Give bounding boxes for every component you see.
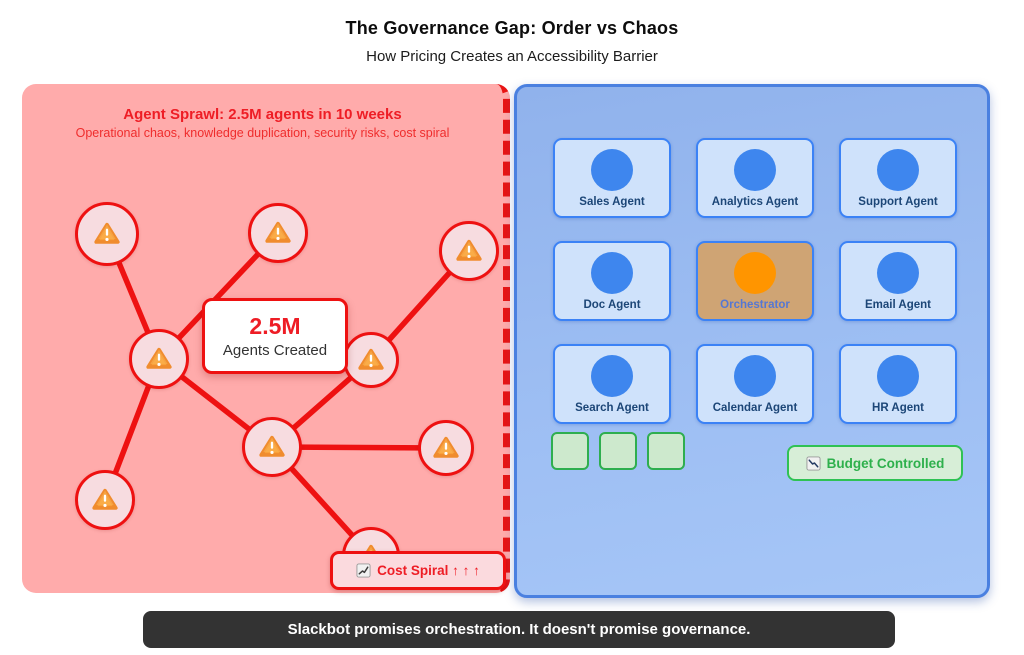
caption-text: Slackbot promises orchestration. It does… bbox=[287, 621, 751, 638]
agent-circle-icon bbox=[591, 252, 633, 294]
agent-card: Analytics Agent bbox=[696, 138, 814, 218]
agent-label: Calendar Agent bbox=[712, 402, 798, 414]
agent-label: Support Agent bbox=[858, 196, 938, 208]
warning-agent-node bbox=[439, 221, 499, 281]
agent-circle-icon bbox=[591, 149, 633, 191]
cost-spiral-label: Cost Spiral ↑ ↑ ↑ bbox=[377, 563, 480, 578]
queue-square bbox=[551, 432, 589, 470]
agent-label: Search Agent bbox=[575, 402, 649, 414]
agent-circle-icon bbox=[734, 355, 776, 397]
warning-agent-node bbox=[418, 420, 474, 476]
agent-label: Email Agent bbox=[864, 299, 932, 311]
agent-circle-icon bbox=[734, 252, 776, 294]
warning-triangle-icon bbox=[265, 221, 291, 243]
cost-spiral-badge: Cost Spiral ↑ ↑ ↑ bbox=[330, 551, 506, 590]
warning-agent-node bbox=[248, 203, 308, 263]
warning-agent-node bbox=[129, 329, 189, 389]
warning-triangle-icon bbox=[92, 488, 118, 510]
agent-label: Sales Agent bbox=[579, 196, 645, 208]
warning-agent-node bbox=[75, 470, 135, 530]
warning-triangle-icon bbox=[433, 436, 459, 458]
agent-card: Doc Agent bbox=[553, 241, 671, 321]
chaos-panel: Agent Sprawl: 2.5M agents in 10 weeks Op… bbox=[22, 84, 510, 593]
agent-label: Orchestrator bbox=[720, 299, 790, 311]
budget-controlled-label: Budget Controlled bbox=[826, 455, 945, 471]
warning-triangle-icon bbox=[146, 347, 172, 369]
warning-triangle-icon bbox=[259, 435, 285, 457]
agent-circle-icon bbox=[877, 252, 919, 294]
agent-label: HR Agent bbox=[872, 402, 924, 414]
stat-label: Agents Created bbox=[222, 341, 328, 359]
queue-square bbox=[647, 432, 685, 470]
warning-triangle-icon bbox=[456, 239, 482, 261]
chaos-panel-subtitle: Operational chaos, knowledge duplication… bbox=[75, 126, 450, 140]
agent-card: Support Agent bbox=[839, 138, 957, 218]
agent-label: Doc Agent bbox=[583, 299, 641, 311]
budget-controlled-badge: Budget Controlled bbox=[787, 445, 963, 481]
stat-box: 2.5M Agents Created bbox=[202, 298, 348, 374]
warning-agent-node bbox=[343, 332, 399, 388]
stat-value: 2.5M bbox=[249, 313, 301, 340]
page-title: The Governance Gap: Order vs Chaos bbox=[345, 18, 679, 38]
warning-triangle-icon bbox=[358, 348, 384, 370]
chaos-panel-title: Agent Sprawl: 2.5M agents in 10 weeks bbox=[123, 106, 402, 123]
agent-circle-icon bbox=[877, 149, 919, 191]
agent-card: Sales Agent bbox=[553, 138, 671, 218]
agent-card: Calendar Agent bbox=[696, 344, 814, 424]
agent-circle-icon bbox=[877, 355, 919, 397]
warning-agent-node bbox=[75, 202, 139, 266]
agent-card: Email Agent bbox=[839, 241, 957, 321]
agent-circle-icon bbox=[591, 355, 633, 397]
agent-label: Analytics Agent bbox=[711, 196, 799, 208]
agent-card: HR Agent bbox=[839, 344, 957, 424]
queue-row bbox=[551, 432, 685, 470]
caption-bar: Slackbot promises orchestration. It does… bbox=[143, 611, 895, 648]
warning-agent-node bbox=[242, 417, 302, 477]
queue-square bbox=[599, 432, 637, 470]
warning-triangle-icon bbox=[94, 222, 120, 244]
chart-decreasing-icon bbox=[806, 455, 821, 471]
agent-card: Search Agent bbox=[553, 344, 671, 424]
chart-increasing-icon bbox=[356, 563, 371, 578]
orchestrator-card: Orchestrator bbox=[696, 241, 814, 321]
page-subtitle: How Pricing Creates an Accessibility Bar… bbox=[366, 48, 658, 65]
agent-circle-icon bbox=[734, 149, 776, 191]
